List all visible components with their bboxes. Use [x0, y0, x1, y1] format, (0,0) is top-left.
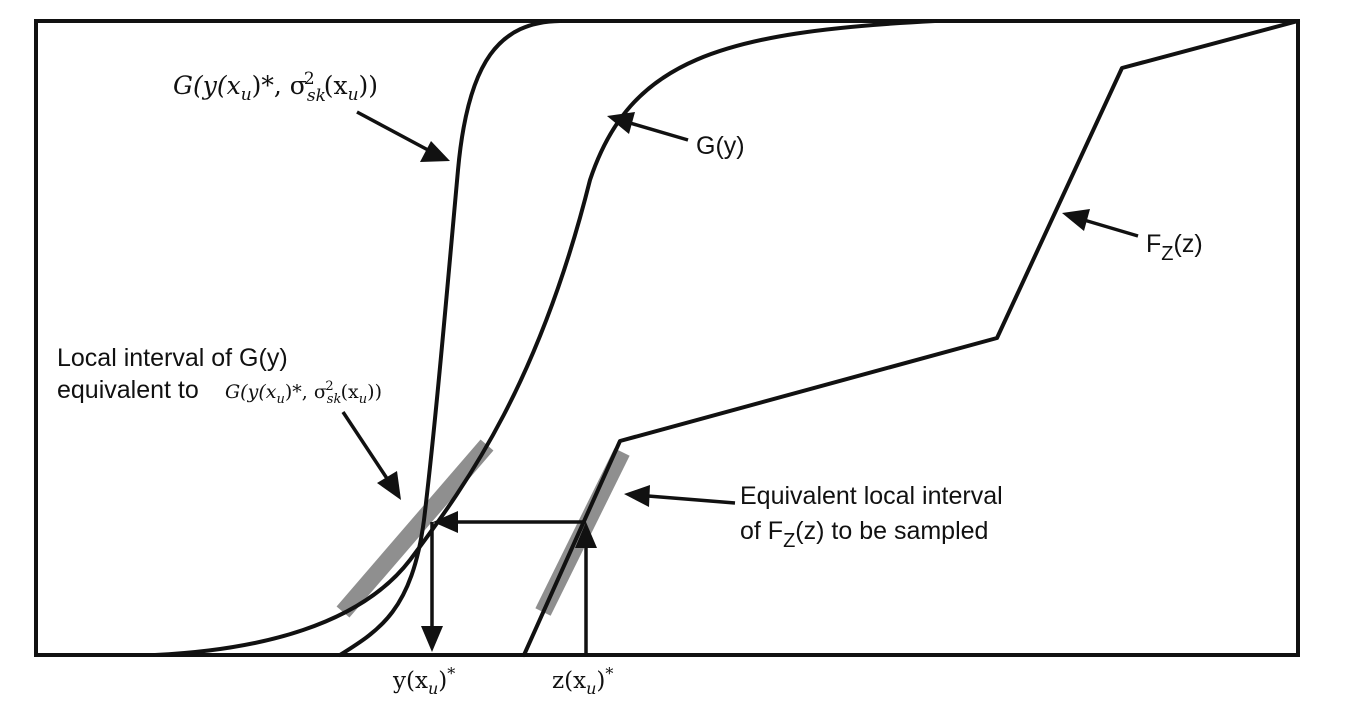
fz-label: FZ(z): [1146, 230, 1203, 265]
g-y-label: G(y): [696, 132, 745, 160]
local-interval-formula: G(y(xu)*, σsk2(xu)): [225, 379, 382, 407]
g-y-pointer-head: [607, 112, 635, 134]
equivalent-interval-line1: Equivalent local interval: [740, 482, 1003, 510]
local-interval-line2: equivalent to: [57, 376, 199, 404]
fz-pointer-shaft: [1083, 218, 1139, 238]
equivalent-interval-pointer-head: [624, 485, 650, 507]
y-star-arrow-head: [421, 626, 443, 652]
g-local-pointer-shaft: [356, 110, 429, 152]
g-local-interval-band: [336, 439, 494, 618]
g-local-curve: [338, 19, 562, 657]
fz-pointer-head: [1062, 209, 1090, 231]
y-star-label: y(xu)*: [392, 664, 455, 698]
equivalent-interval-pointer-shaft: [647, 494, 736, 505]
g-local-pointer-head: [420, 141, 450, 162]
plot-frame: [34, 19, 1300, 657]
z-star-arrow-head: [575, 522, 597, 548]
local-interval-pointer-head: [377, 471, 401, 500]
local-interval-line1: Local interval of G(y): [57, 344, 288, 372]
equivalent-interval-line2: of FZ(z) to be sampled: [740, 517, 988, 552]
g-y-curve: [153, 19, 937, 657]
transfer-arrow-head: [433, 511, 458, 533]
local-interval-pointer-shaft: [341, 411, 390, 481]
z-star-label: z(xu)*: [552, 664, 613, 698]
g-local-label: G(y(xu)*, σsk2(xu)): [173, 69, 378, 106]
fz-curve: [522, 19, 1300, 657]
g-y-pointer-shaft: [629, 121, 689, 142]
